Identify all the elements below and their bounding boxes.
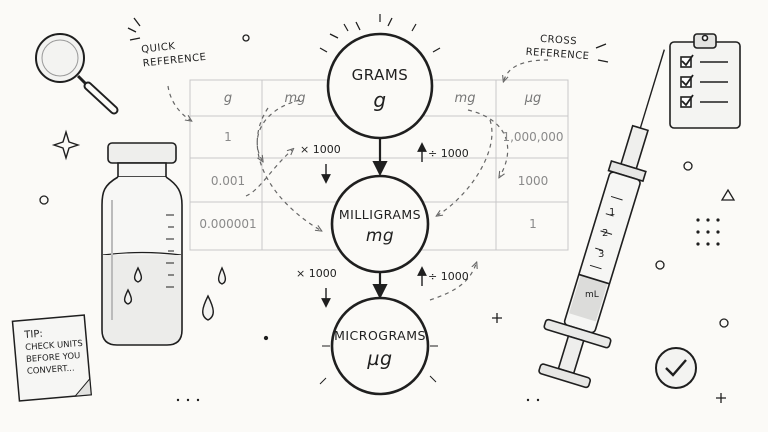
magnifier-icon [35,33,119,115]
sparkle-icon [51,129,81,161]
table-cell: 1 [529,217,537,231]
syringe-mark-ml: mL [585,290,599,300]
decorative-doodles [39,17,736,403]
syringe-icon [538,49,665,389]
table-header-mg: mg [284,91,306,106]
syringe-mark-3: 3 [598,249,605,260]
table-cell: 1,000,000 [502,130,564,144]
milligrams-symbol: mg [365,226,395,246]
cross-reference-label: CROSS REFERENCE [525,33,590,63]
syringe-mark-1: 1 [609,207,616,218]
table-cell: 1000 [517,174,549,188]
multiply-label-2: × 1000 [296,267,337,280]
micrograms-label: MICROGRAMS [334,328,426,343]
table-header-mg-right: mg [454,91,476,106]
table-header-ug: µg [524,91,542,106]
table-cell: 0.001 [210,174,246,188]
table-header-g: g [223,91,233,106]
clipboard-icon [669,33,741,129]
microgram-dashes [319,345,438,385]
water-drop-icon [123,266,227,321]
grams-label: GRAMS [351,66,409,84]
tip-note-text: TIP: CHECK UNITS BEFORE YOU CONVERT... [24,326,85,378]
divide-label-2: ÷ 1000 [428,270,469,283]
milligrams-label: MILLIGRAMS [338,207,422,222]
multiply-label-1: × 1000 [300,143,341,156]
table-cell: 0.000001 [199,217,257,231]
syringe-mark-2: 2 [602,228,609,239]
table-cell: 1 [224,130,232,144]
dashed-curves [167,59,549,301]
check-circle-icon [655,347,697,389]
side-arrows [321,142,427,308]
divide-label-1: ÷ 1000 [428,147,469,160]
grams-symbol: g [373,88,387,112]
micrograms-symbol: µg [367,348,393,370]
vial-icon [101,142,183,346]
grams-rays [319,14,441,53]
tip-note [11,314,92,402]
unit-circles [326,32,434,396]
